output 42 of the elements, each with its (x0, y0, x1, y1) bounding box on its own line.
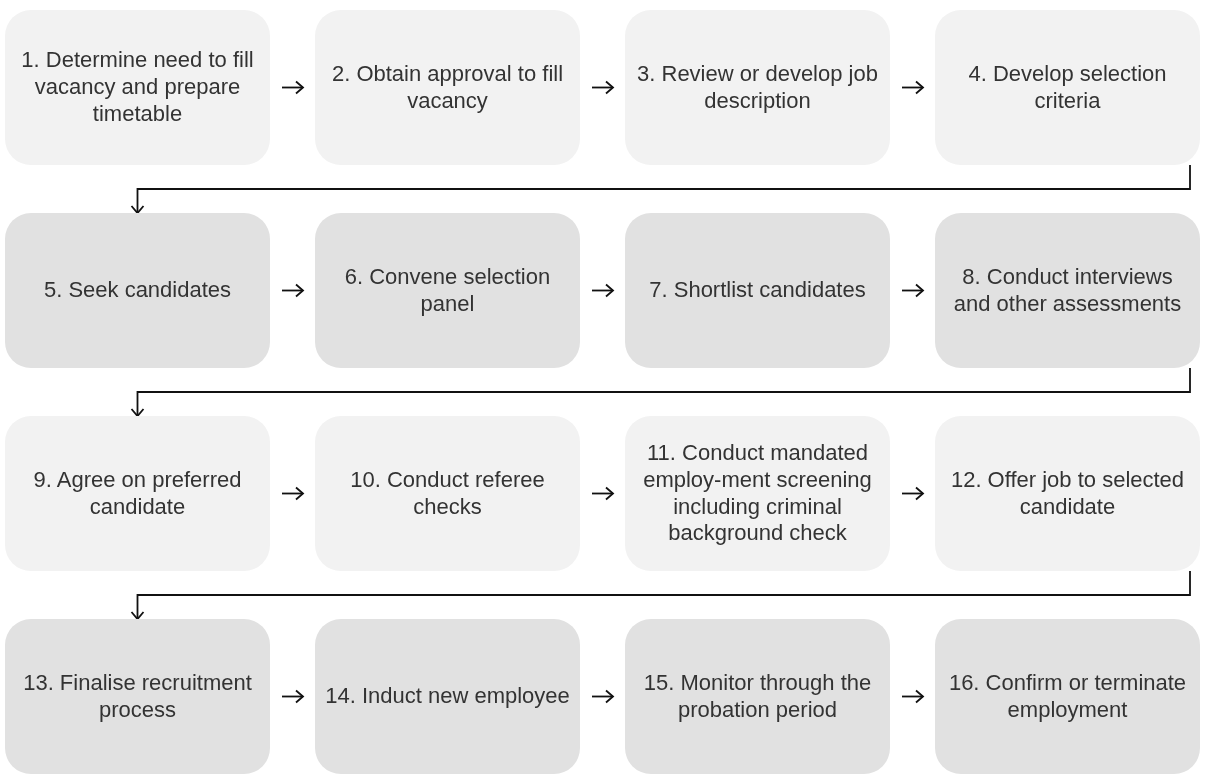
step-text: 15. Monitor through the probation period (642, 669, 873, 724)
arrow (591, 486, 614, 501)
arrow (591, 283, 614, 298)
step-text: 2. Obtain approval to fill vacancy (330, 60, 565, 115)
arrow (281, 80, 304, 95)
step-text: 4. Develop selection criteria (967, 60, 1168, 115)
arrow (901, 689, 924, 704)
step-text: 6. Convene selection panel (343, 263, 552, 318)
process-box (935, 416, 1200, 571)
arrow (281, 689, 304, 704)
arrow (591, 80, 614, 95)
step-text: 1. Determine need to fill vacancy and prepare timetable (20, 47, 255, 128)
step-text: 9. Agree on preferred candidate (32, 466, 243, 521)
process-box (935, 10, 1200, 165)
step-text: 11. Conduct mandated employ-ment screening including criminal background check (642, 439, 873, 548)
step-text: 12. Offer job to selected candidate (949, 466, 1186, 521)
arrow (281, 283, 304, 298)
step-text: 8. Conduct interviews and other assessments (952, 263, 1183, 318)
arrow (130, 164, 1191, 214)
process-box (5, 619, 270, 774)
arrow (281, 486, 304, 501)
step-text: 3. Review or develop job description (636, 60, 879, 115)
step-text: 13. Finalise recruitment process (22, 669, 253, 724)
process-box (315, 213, 580, 368)
step-text: 10. Conduct referee checks (349, 466, 546, 521)
arrow (901, 283, 924, 298)
arrow (901, 80, 924, 95)
process-box (935, 619, 1200, 774)
arrow (591, 689, 614, 704)
arrow (901, 486, 924, 501)
arrow (130, 367, 1191, 417)
process-box (625, 619, 890, 774)
process-box (935, 213, 1200, 368)
process-box (5, 213, 270, 368)
step-text: 7. Shortlist candidates (649, 277, 866, 304)
process-box (315, 619, 580, 774)
arrow (130, 570, 1191, 620)
step-text: 16. Confirm or terminate employment (947, 669, 1188, 724)
step-text: 14. Induct new employee (325, 683, 570, 710)
process-box (5, 416, 270, 571)
step-text: 5. Seek candidates (43, 277, 232, 304)
process-box (625, 213, 890, 368)
